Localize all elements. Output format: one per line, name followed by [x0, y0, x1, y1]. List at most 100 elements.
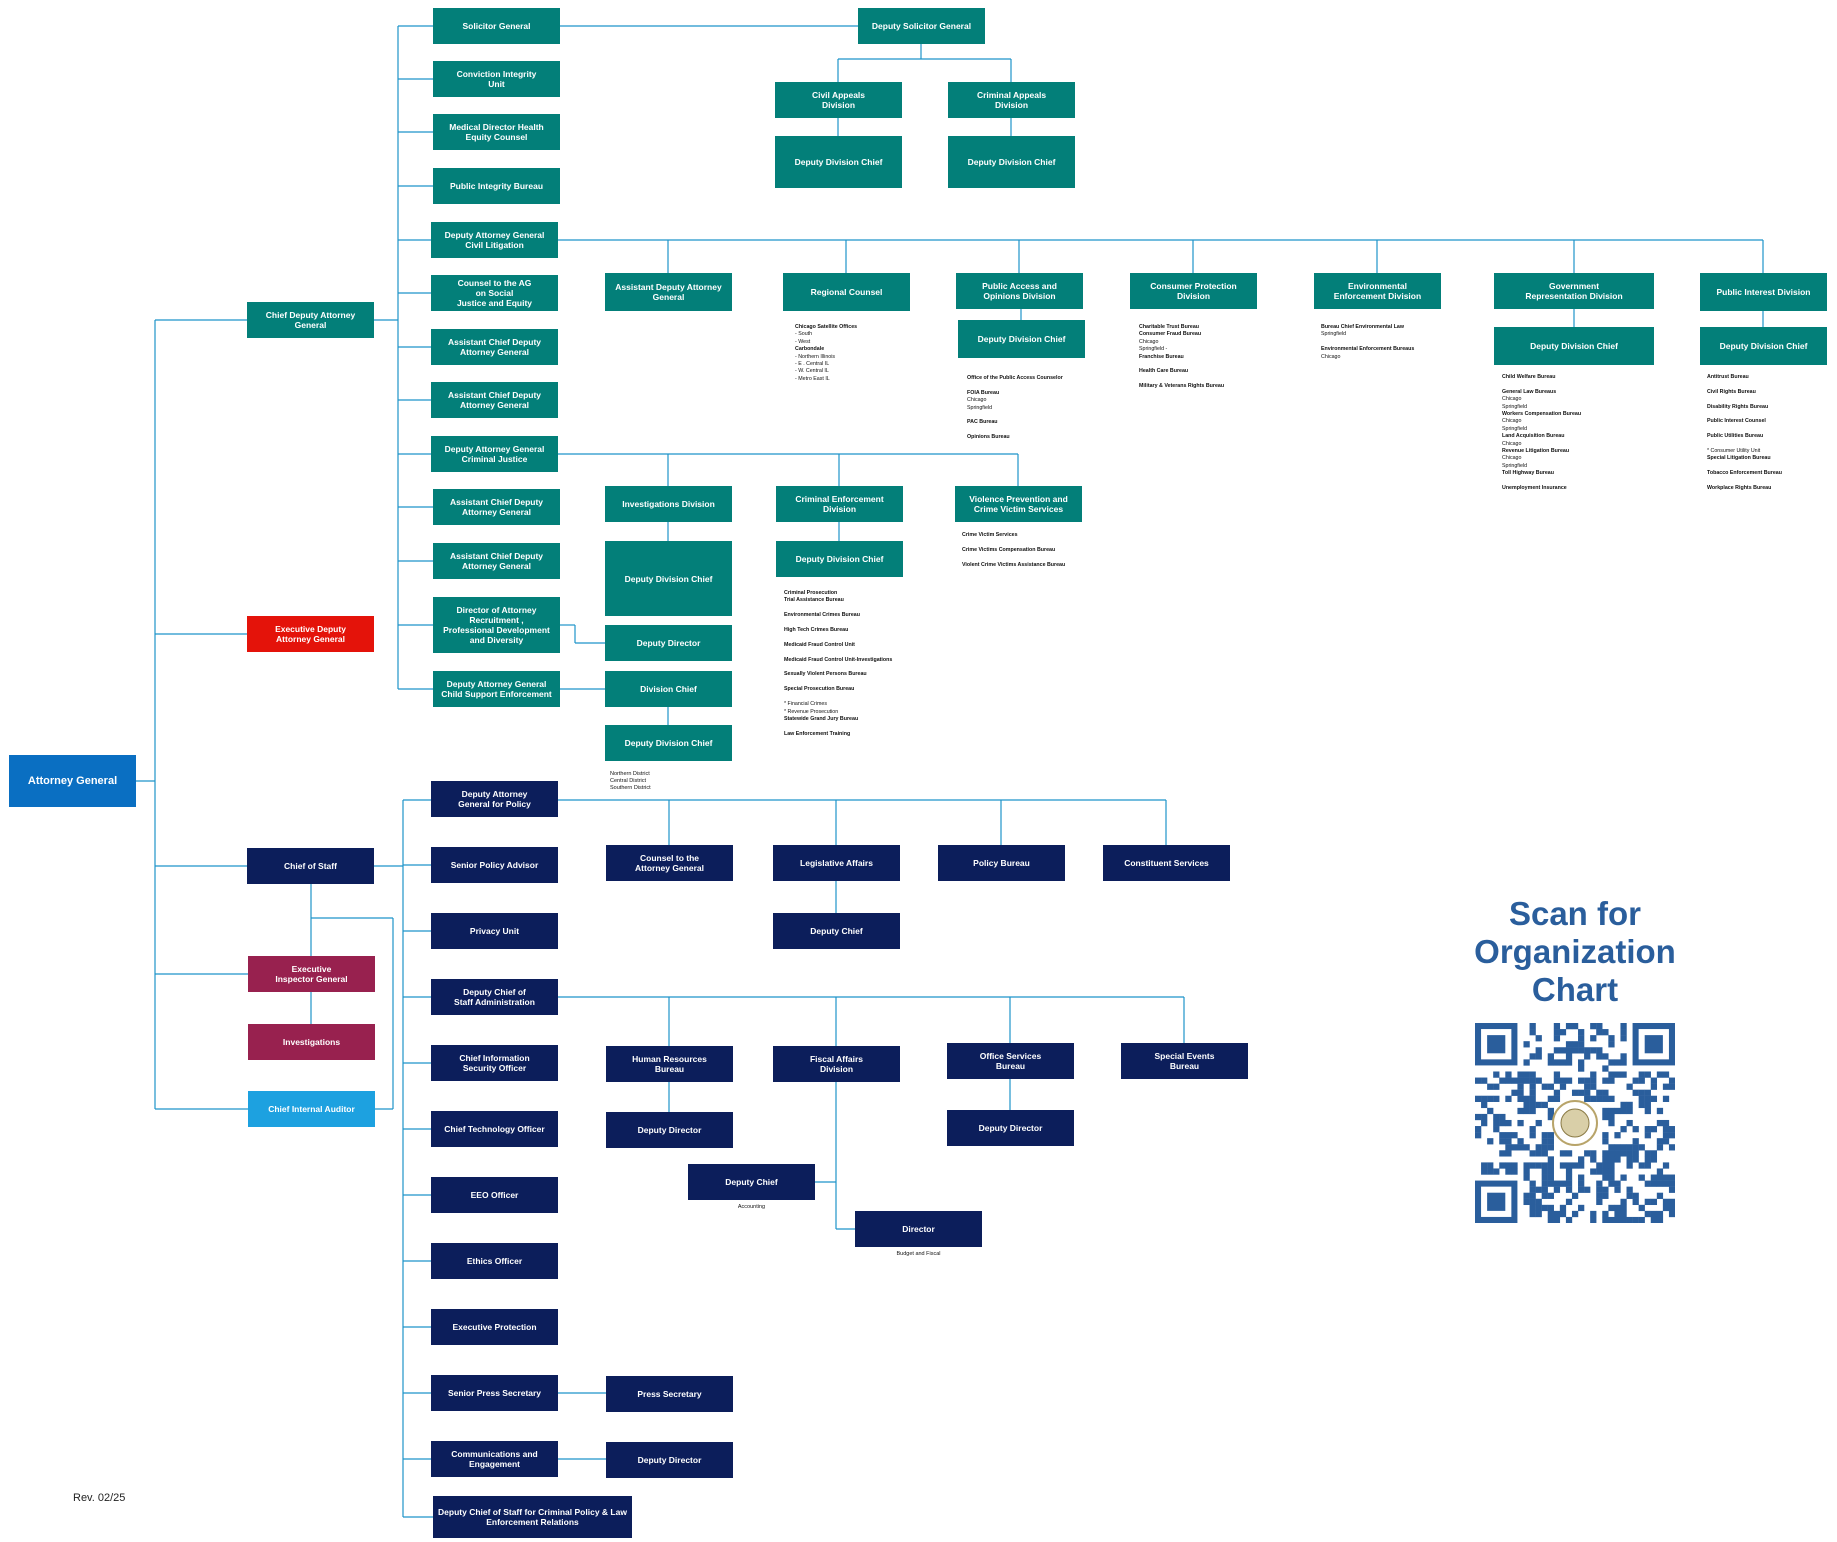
note-line: Springfield -: [1139, 346, 1168, 353]
violence-prevention-notes: Crime Victim Services Crime Victims Comp…: [962, 532, 1065, 569]
criminal-enforcement-deputy-chief-box: Deputy Division Chief: [776, 541, 903, 577]
note-line: Chicago: [1139, 338, 1159, 345]
qr-module: [1650, 1150, 1658, 1157]
qr-module: [1511, 1089, 1518, 1096]
qr-module: [1662, 1162, 1670, 1169]
note-line: PAC Bureau: [967, 419, 998, 426]
qr-module: [1505, 1144, 1512, 1151]
note-line: Franchise Bureau: [1139, 353, 1184, 360]
note-line: - West: [795, 338, 811, 345]
qr-module: [1481, 1119, 1488, 1127]
qr-module: [1493, 1095, 1500, 1102]
qr-module: [1523, 1071, 1530, 1078]
note-line: [967, 412, 1063, 419]
qr-module: [1608, 1059, 1615, 1066]
note-line: Military & Veterans Rights Bureau: [1139, 383, 1225, 390]
note-line: Land Acquisition Bureau: [1502, 433, 1565, 440]
qr-module: [1553, 1180, 1561, 1187]
qr-module: [1529, 1023, 1536, 1030]
qr-module: [1596, 1053, 1603, 1060]
criminal-appeals-division-box: Criminal Appeals Division: [948, 82, 1075, 118]
qr-module: [1517, 1138, 1524, 1145]
qr-module: [1608, 1119, 1615, 1127]
qr-module: [1578, 1077, 1585, 1084]
qr-module: [1571, 1192, 1579, 1199]
qr-module: [1602, 1138, 1609, 1145]
qr-module: [1559, 1029, 1567, 1036]
qr-module: [1662, 1083, 1670, 1090]
qr-module: [1529, 1029, 1536, 1036]
qr-module: [1608, 1168, 1615, 1175]
qr-module: [1547, 1059, 1554, 1066]
qr-module: [1626, 1107, 1633, 1115]
qr-module: [1481, 1101, 1488, 1109]
qr-module: [1662, 1126, 1670, 1133]
qr-module: [1596, 1023, 1603, 1030]
qr-module: [1644, 1035, 1663, 1054]
qr-module: [1614, 1204, 1621, 1212]
qr-module: [1668, 1077, 1675, 1084]
scan-for-org-chart-title: Scan for Organization Chart: [1474, 895, 1676, 1008]
note-line: FOIA Bureau: [967, 389, 1000, 396]
qr-module: [1535, 1047, 1542, 1054]
assistant-chief-deputy-3-box: Assistant Chief Deputy Attorney General: [433, 489, 560, 525]
note-line: [967, 427, 1063, 434]
qr-module: [1541, 1132, 1548, 1139]
qr-module: [1620, 1210, 1627, 1218]
qr-module: [1559, 1180, 1567, 1187]
qr-module: [1559, 1204, 1567, 1212]
qr-module: [1602, 1029, 1609, 1036]
qr-module: [1644, 1150, 1651, 1157]
qr-module: [1584, 1186, 1591, 1193]
qr-module: [1668, 1126, 1675, 1133]
chief-of-staff-box: Chief of Staff: [247, 848, 374, 884]
qr-module: [1541, 1150, 1548, 1157]
qr-code[interactable]: [1475, 1023, 1675, 1223]
qr-module: [1596, 1180, 1603, 1187]
solicitor-general-box: Solicitor General: [433, 8, 560, 44]
note-line: Crime Victim Services: [962, 532, 1018, 538]
chief-information-security-box: Chief Information Security Officer: [431, 1045, 558, 1081]
qr-module: [1523, 1101, 1530, 1109]
qr-module: [1547, 1192, 1554, 1199]
note-line: Disability Rights Bureau: [1707, 403, 1769, 410]
qr-module: [1565, 1198, 1573, 1206]
qr-module: [1638, 1162, 1645, 1169]
note-line: [784, 649, 892, 656]
qr-module: [1547, 1156, 1554, 1163]
qr-module: [1638, 1095, 1645, 1102]
qr-module: [1571, 1210, 1579, 1218]
qr-module: [1547, 1174, 1554, 1181]
note-line: Environmental Crimes Bureau: [784, 612, 860, 619]
note-line: - W. Central IL: [795, 368, 829, 375]
fiscal-affairs-division-box: Fiscal Affairs Division: [773, 1046, 900, 1082]
qr-module: [1596, 1047, 1603, 1054]
qr-module: [1662, 1204, 1670, 1212]
qr-module: [1638, 1101, 1645, 1109]
investigations-division-box: Investigations Division: [605, 486, 732, 522]
qr-module: [1499, 1077, 1506, 1084]
qr-module: [1584, 1077, 1591, 1084]
chief-deputy-attorney-general-box: Chief Deputy Attorney General: [247, 302, 374, 338]
qr-module: [1529, 1150, 1536, 1157]
qr-module: [1620, 1216, 1627, 1223]
qr-module: [1529, 1071, 1536, 1078]
qr-module: [1487, 1095, 1494, 1102]
qr-module: [1487, 1035, 1506, 1054]
comms-deputy-director-box: Deputy Director: [606, 1442, 733, 1478]
qr-module: [1602, 1053, 1609, 1060]
note-line: Chicago: [1502, 396, 1522, 403]
note-line: [784, 634, 892, 641]
executive-deputy-attorney-general-box: Executive Deputy Attorney General: [247, 616, 374, 652]
note-line: Springfield: [1321, 331, 1347, 338]
qr-module: [1668, 1144, 1675, 1151]
note-line: [1502, 478, 1581, 485]
qr-module: [1475, 1126, 1482, 1133]
qr-module: [1644, 1095, 1651, 1102]
qr-module: [1481, 1095, 1488, 1102]
qr-module: [1487, 1168, 1494, 1175]
qr-module: [1668, 1083, 1675, 1090]
office-services-bureau-box: Office Services Bureau: [947, 1043, 1074, 1079]
qr-module: [1553, 1023, 1561, 1030]
qr-module: [1644, 1156, 1651, 1163]
